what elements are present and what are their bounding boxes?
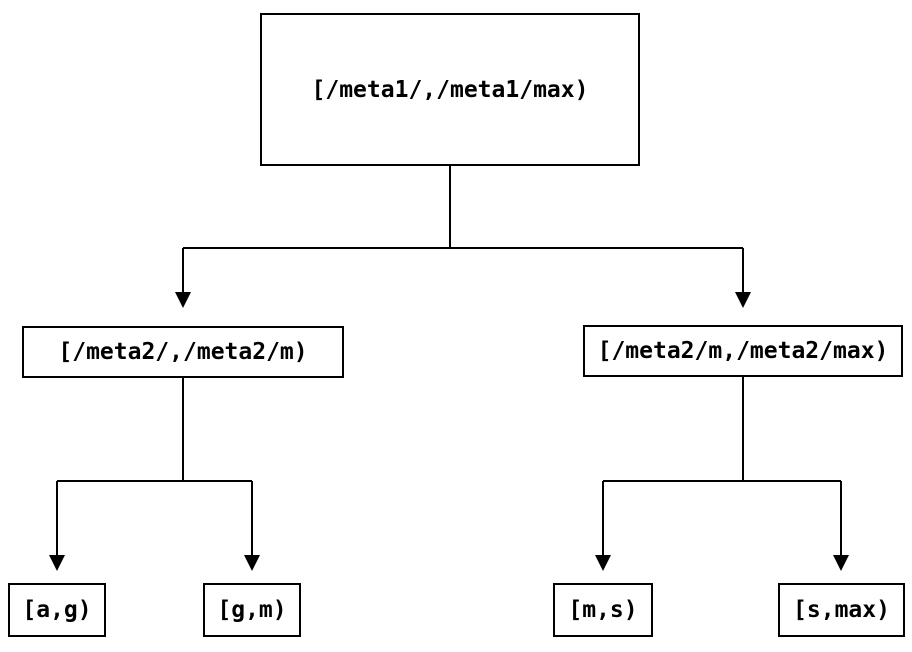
arrow-down-icon	[49, 555, 65, 571]
arrow-down-icon	[244, 555, 260, 571]
root-range-node: [/meta1/,/meta1/max)	[260, 13, 640, 166]
leaf-range-node: [m,s)	[553, 583, 653, 637]
level2-right-range-node: [/meta2/m,/meta2/max)	[583, 325, 903, 377]
leaf-range-node: [a,g)	[8, 583, 106, 637]
arrow-down-icon	[833, 555, 849, 571]
level2-right-range-label: [/meta2/m,/meta2/max)	[597, 338, 889, 364]
root-range-label: [/meta1/,/meta1/max)	[311, 76, 589, 103]
level2-left-range-node: [/meta2/,/meta2/m)	[22, 326, 344, 378]
arrow-down-icon	[175, 292, 191, 308]
arrow-down-icon	[595, 555, 611, 571]
leaf-range-node: [g,m)	[203, 583, 301, 637]
leaf-range-node: [s,max)	[778, 583, 905, 637]
leaf-range-label: [s,max)	[793, 597, 890, 623]
connector-left-subtree	[56, 378, 253, 556]
leaf-range-label: [a,g)	[22, 597, 92, 623]
connector-right-subtree	[602, 377, 842, 556]
connector-root-to-level2	[182, 166, 744, 293]
leaf-range-label: [m,s)	[568, 597, 638, 623]
level2-left-range-label: [/meta2/,/meta2/m)	[58, 339, 308, 365]
arrow-down-icon	[735, 292, 751, 308]
leaf-range-label: [g,m)	[217, 597, 287, 623]
